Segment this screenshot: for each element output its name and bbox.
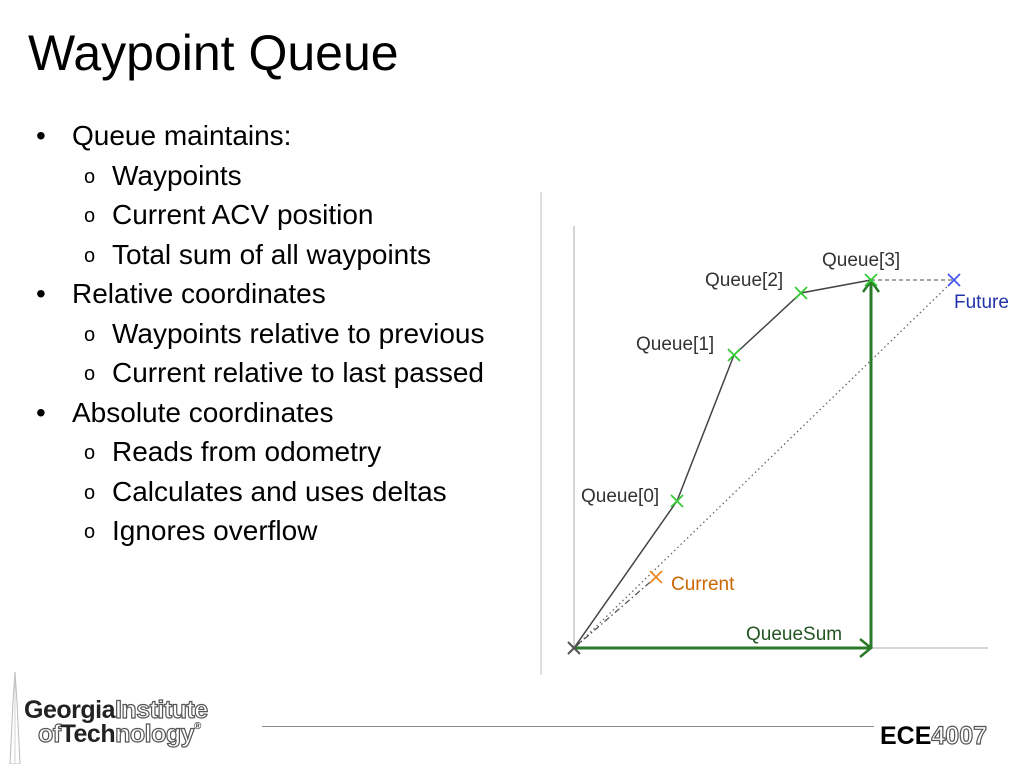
bullet-text: Relative coordinates: [72, 278, 326, 309]
logo-word-institute: Institute: [114, 696, 208, 724]
bullet-text: Absolute coordinates: [72, 396, 334, 428]
sub-bullet-marker: o: [84, 481, 96, 504]
georgia-tech-logo: GeorgiaInstitute ofTechnology®: [8, 672, 278, 764]
sub-bullet-text: Current ACV position: [112, 199, 374, 230]
sub-bullet-text: Reads from odometry: [112, 436, 382, 467]
sub-bullet-item: o Current relative to last passed: [30, 353, 590, 393]
bullet-marker: •: [36, 396, 46, 428]
bullet-text: Queue maintains:: [72, 120, 292, 151]
logo-word-nology: nology: [115, 720, 196, 748]
queue3-label: Queue[3]: [822, 250, 900, 271]
registered-mark: ®: [194, 721, 201, 732]
queue2-label: Queue[2]: [705, 270, 783, 291]
course-number: 4007: [931, 721, 988, 750]
sub-bullet-marker: o: [84, 244, 96, 267]
bullet-marker: •: [36, 278, 46, 309]
sub-bullet-text: Calculates and uses deltas: [112, 475, 447, 507]
sub-bullet-item: o Waypoints: [30, 156, 590, 196]
sub-bullet-item: o Total sum of all waypoints: [30, 235, 590, 275]
sub-bullet-marker: o: [84, 165, 96, 188]
future-label: Future: [954, 292, 1008, 313]
queuesum-label: QueueSum: [746, 624, 842, 645]
origin-marker-icon: [567, 641, 581, 655]
sub-bullet-marker: o: [84, 323, 96, 346]
sub-bullet-text: Waypoints relative to previous: [112, 317, 485, 349]
sub-bullet-text: Total sum of all waypoints: [112, 238, 432, 270]
sub-bullet-item: o Ignores overflow: [30, 511, 590, 551]
bullet-item: • Queue maintains:: [30, 116, 590, 156]
sub-bullet-marker: o: [84, 442, 96, 464]
sub-bullet-text: Ignores overflow: [112, 515, 318, 546]
sub-bullet-marker: o: [84, 521, 96, 543]
queue0-marker-icon: [670, 494, 684, 508]
bullet-item: • Absolute coordinates: [30, 393, 590, 433]
waypoint-diagram: Queue[0] Queue[1] Queue[2] Queue[3] Futu…: [540, 192, 1008, 675]
course-code: ECE4007: [880, 721, 988, 751]
queue0-label: Queue[0]: [581, 486, 659, 507]
origin-to-current-line: [573, 576, 657, 649]
sub-bullet-text: Current relative to last passed: [112, 357, 484, 388]
sub-bullet-marker: o: [84, 363, 96, 385]
sub-bullet-item: o Current ACV position: [30, 195, 590, 235]
current-label: Current: [671, 574, 735, 595]
queue2-marker-icon: [794, 286, 808, 300]
sub-bullet-marker: o: [84, 205, 96, 227]
logo-line-1: GeorgiaInstitute: [24, 696, 209, 724]
logo-word-tech: Tech: [60, 720, 116, 748]
queue1-label: Queue[1]: [636, 334, 714, 355]
sub-bullet-item: o Reads from odometry: [30, 432, 590, 472]
queue3-marker-icon: [864, 273, 878, 287]
course-prefix: ECE: [880, 722, 932, 750]
slide-title: Waypoint Queue: [28, 25, 399, 81]
sub-bullet-item: o Calculates and uses deltas: [30, 472, 590, 512]
bullet-item: • Relative coordinates: [30, 274, 590, 314]
queue1-marker-icon: [727, 348, 741, 362]
logo-word-georgia: Georgia: [24, 696, 115, 724]
logo-word-of: of: [37, 720, 61, 748]
sub-bullet-text: Waypoints: [112, 159, 242, 191]
sub-bullet-item: o Waypoints relative to previous: [30, 314, 590, 354]
origin-to-future-line: [573, 279, 955, 649]
logo-line-2: ofTechnology®: [37, 720, 201, 748]
future-marker-icon: [947, 273, 961, 287]
footer-divider: [262, 726, 874, 727]
bullet-marker: •: [36, 120, 46, 151]
current-marker-icon: [649, 570, 663, 584]
tech-tower-icon: [9, 672, 21, 764]
